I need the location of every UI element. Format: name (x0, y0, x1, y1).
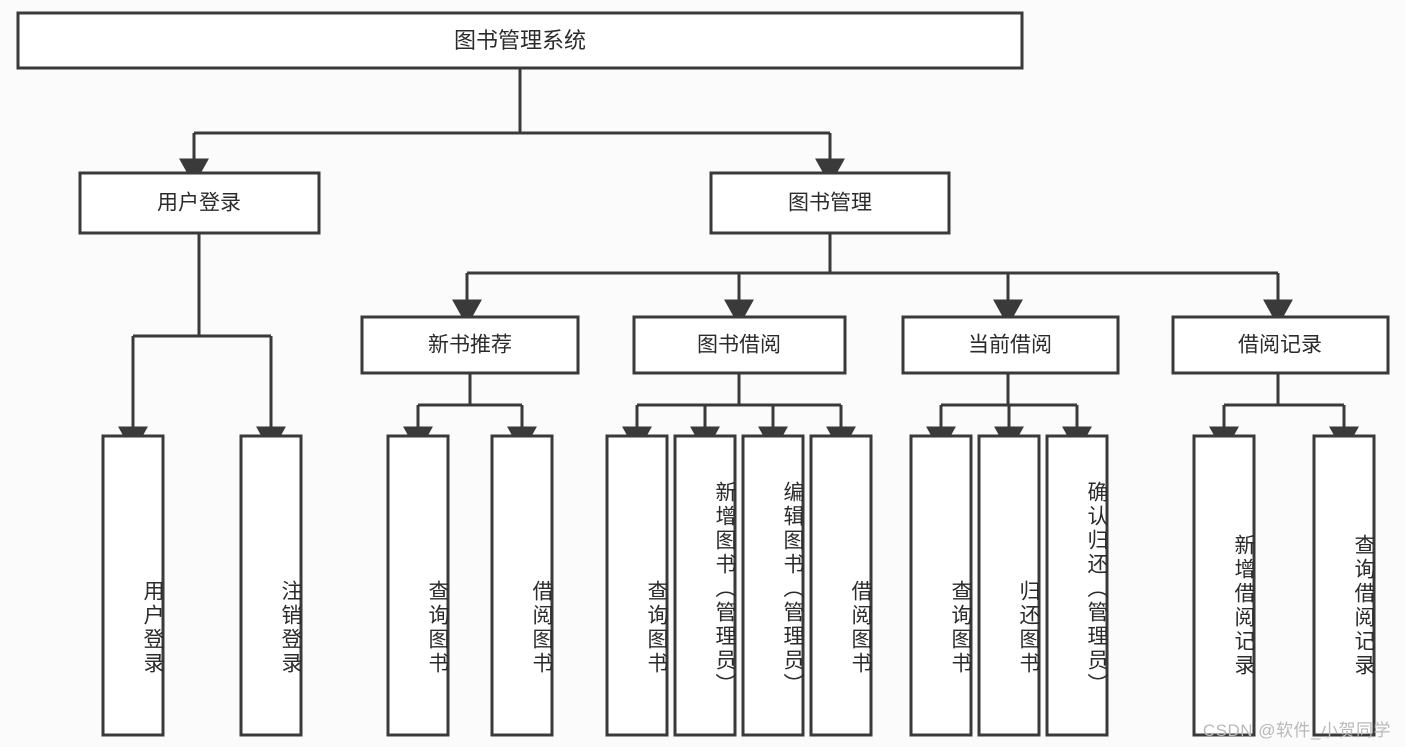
node-leaf-logout[interactable] (239, 434, 303, 737)
watermark-text: CSDN @软件_小贺同学 (1202, 721, 1391, 740)
node-book-borrow-label: 图书借阅 (697, 334, 781, 357)
node-leaf-current-return[interactable] (977, 434, 1041, 737)
connector-newbook-to-leaves (403, 374, 537, 454)
connector-bookmanage-to-level2 (452, 234, 1293, 327)
node-book-manage-label: 图书管理 (788, 192, 872, 215)
node-current-borrow-label: 当前借阅 (968, 334, 1052, 357)
node-leaf-user-login[interactable] (101, 434, 165, 737)
node-book-manage[interactable]: 图书管理 (709, 171, 951, 235)
node-new-book-recommend-label: 新书推荐 (428, 334, 512, 357)
connector-bookborrow-to-leaves (622, 374, 856, 454)
node-leaf-newbook-query[interactable] (386, 434, 450, 737)
node-leaf-borrow-lend[interactable] (809, 434, 873, 737)
node-leaf-current-query[interactable] (909, 434, 973, 737)
node-book-borrow[interactable]: 图书借阅 (632, 315, 847, 375)
node-new-book-recommend[interactable]: 新书推荐 (360, 315, 580, 375)
connector-currentborrow-to-leaves (926, 374, 1092, 454)
connector-userlogin-to-leaves (118, 234, 286, 454)
node-leaf-borrow-edit[interactable] (741, 434, 805, 737)
node-leaf-record-query[interactable] (1312, 434, 1376, 737)
node-borrow-record[interactable]: 借阅记录 (1171, 315, 1390, 375)
node-borrow-record-label: 借阅记录 (1238, 334, 1322, 357)
node-root[interactable]: 图书管理系统 (16, 11, 1024, 70)
node-user-login[interactable]: 用户登录 (78, 171, 321, 235)
node-root-label: 图书管理系统 (454, 28, 586, 53)
node-current-borrow[interactable]: 当前借阅 (901, 315, 1120, 375)
connector-borrowrecord-to-leaves (1209, 374, 1359, 454)
node-leaf-borrow-query[interactable] (605, 434, 669, 737)
node-leaf-borrow-add[interactable] (673, 434, 737, 737)
node-leaf-newbook-borrow[interactable] (490, 434, 554, 737)
node-leaf-record-add[interactable] (1192, 434, 1256, 737)
connector-root-to-level1 (179, 68, 845, 186)
node-leaf-current-confirm[interactable] (1045, 434, 1109, 737)
node-user-login-label: 用户登录 (157, 192, 241, 215)
